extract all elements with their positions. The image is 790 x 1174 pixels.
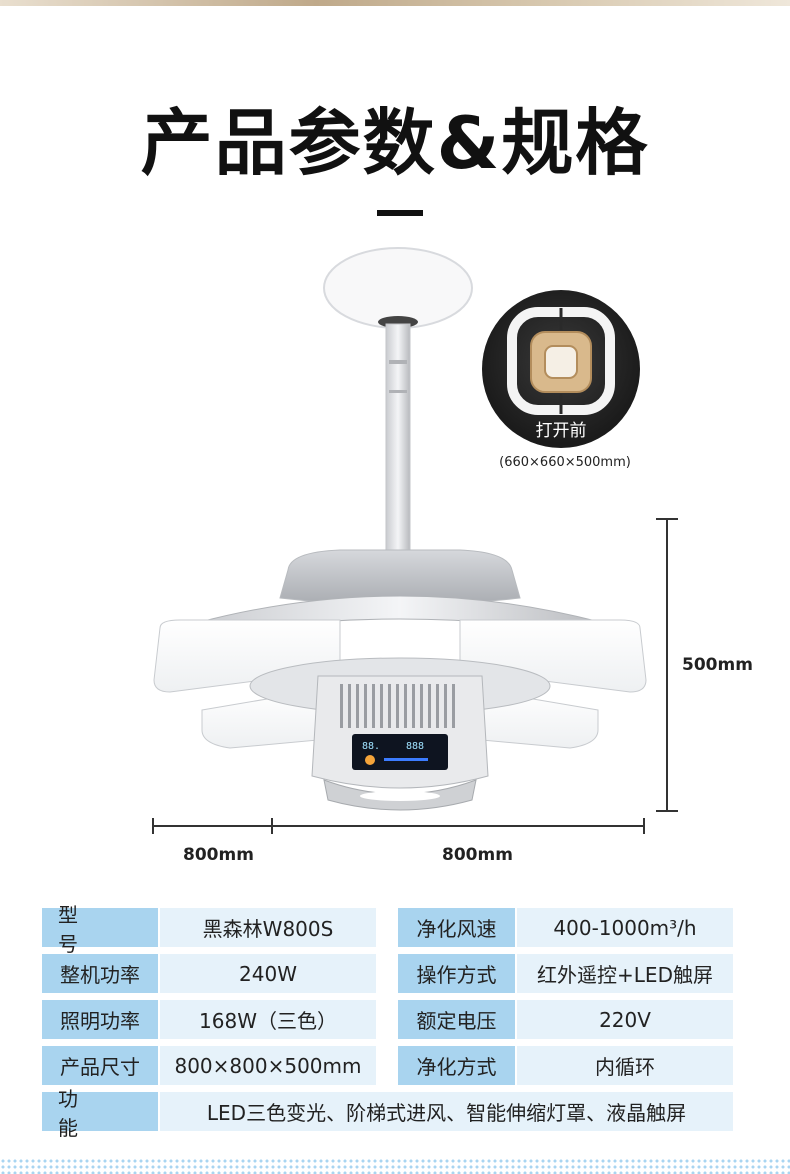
spec-label-features: 功 能 [42,1087,158,1140]
width-dimension-line [152,825,645,827]
closed-size-caption: (660×660×500mm) [499,455,631,470]
closed-state-label: 打开前 [535,421,587,441]
width-tick-mid [271,818,273,834]
title-underline [377,210,423,216]
height-cap-top [656,518,678,520]
width-tick-left [152,818,154,834]
lcd-readout-2: 888 [406,741,424,752]
closed-state-icon [507,307,615,415]
spec-value-purify-mode: 内循环 [517,1046,733,1085]
spec-label-text: 型 号 [58,902,118,956]
telescopic-rod [385,323,411,555]
product-illustration: 88. 888 [153,247,647,811]
height-cap-bottom [656,810,678,812]
spec-value-size: 800×800×500mm [160,1046,376,1085]
spec-value-lighting: 168W（三色） [160,1000,376,1039]
spec-value-model: 黑森林W800S [160,908,376,947]
spec-label-operation: 操作方式 [398,954,515,993]
spec-value-power: 240W [160,954,376,993]
closed-state-inset: 打开前 [482,290,640,448]
spec-label-size: 产品尺寸 [42,1046,158,1085]
purifier-body [311,675,489,789]
lcd-display [352,734,448,770]
spec-value-operation: 红外遥控+LED触屏 [517,954,733,993]
spec-label-power: 整机功率 [42,954,158,993]
spec-value-airflow: 400-1000m³/h [517,908,733,947]
spec-label-text: 功 能 [58,1086,118,1140]
spec-value-voltage: 220V [517,1000,733,1039]
top-decor-strip [0,0,790,6]
height-dimension-line [666,519,668,812]
spec-label-voltage: 额定电压 [398,1000,515,1039]
spec-label-purify-mode: 净化方式 [398,1046,515,1085]
spec-value-features: LED三色变光、阶梯式进风、智能伸缩灯罩、液晶触屏 [160,1092,733,1131]
width-tick-right [643,818,645,834]
lcd-readout-1: 88. [362,741,380,752]
spec-label-airflow: 净化风速 [398,908,515,947]
spec-label-lighting: 照明功率 [42,1000,158,1039]
width-label-right: 800mm [442,845,513,865]
height-label: 500mm [682,655,753,675]
bottom-decor-dots [0,1158,790,1174]
width-label-left: 800mm [183,845,254,865]
spec-label-model: 型 号 [42,903,158,956]
page-title: 产品参数&规格 [140,101,650,185]
